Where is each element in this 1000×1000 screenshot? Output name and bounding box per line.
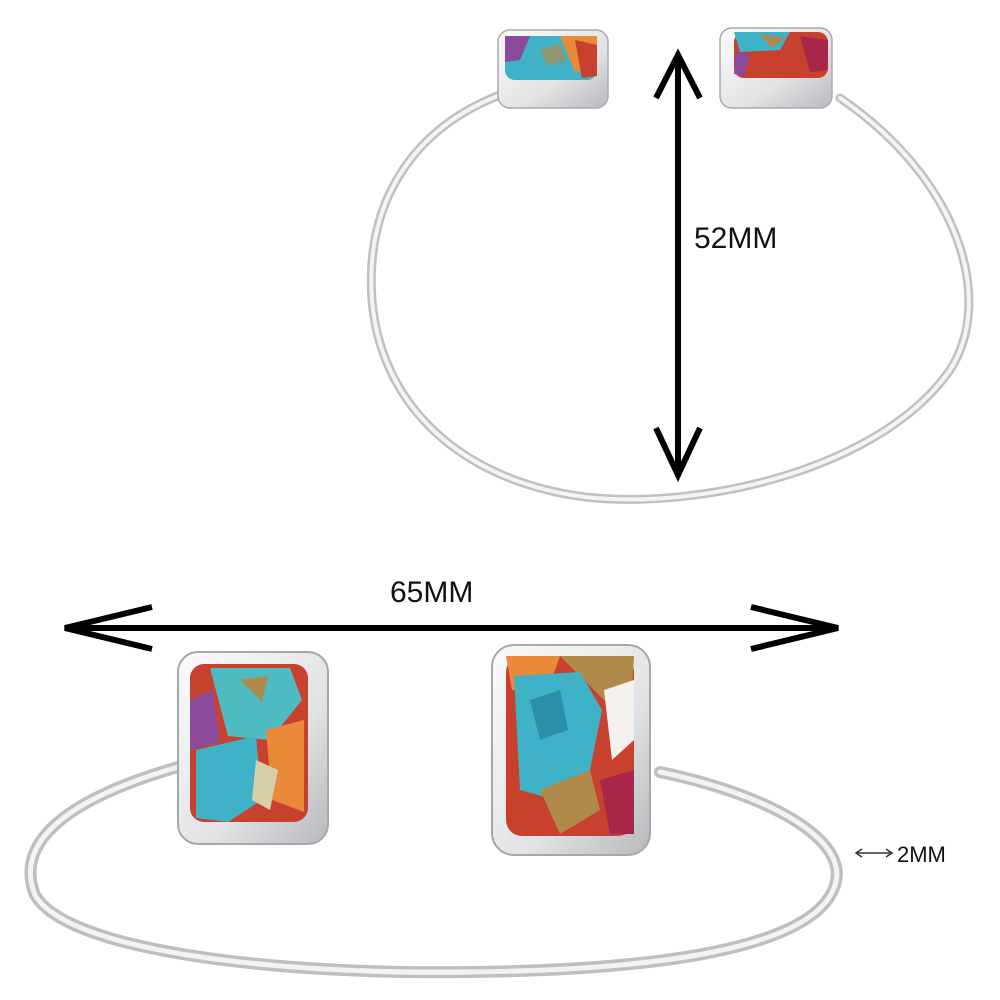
front-right-stone [491, 644, 651, 856]
front-wire [24, 759, 843, 979]
bracelet-front-view: 65MM [24, 576, 946, 979]
front-left-stone [177, 651, 329, 845]
height-dimension-arrow [653, 48, 703, 483]
wire-thickness-label: 2MM [897, 842, 946, 867]
width-dimension-label: 65MM [390, 576, 473, 609]
height-dimension-label: 52MM [694, 222, 777, 255]
top-right-stone [719, 27, 833, 109]
wire-thickness-indicator [854, 848, 894, 858]
top-wire [366, 90, 974, 504]
top-left-stone [497, 29, 609, 109]
bracelet-top-view: 52MM [366, 27, 974, 504]
width-dimension-arrow [64, 604, 839, 652]
